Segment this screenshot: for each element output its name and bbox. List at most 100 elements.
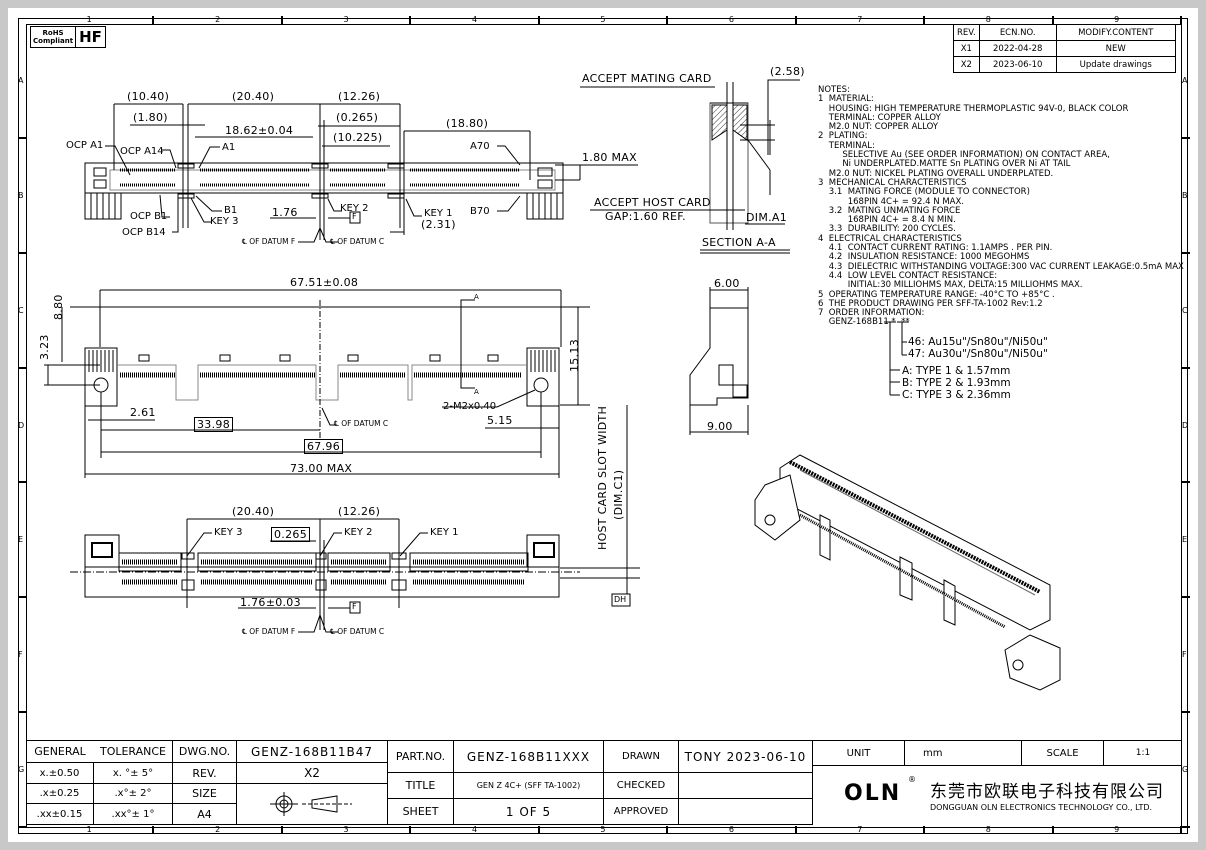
zone-label: 4 (411, 826, 540, 834)
dim-6-00: 6.00 (714, 277, 740, 290)
zone-label: D (18, 369, 26, 484)
zone-label: 8 (925, 826, 1054, 834)
dim-1-80-max: 1.80 MAX (582, 151, 637, 164)
dim-8-80: 8.80 (52, 294, 65, 320)
hf-label: HF (79, 28, 102, 46)
drawn-label: DRAWN (604, 741, 679, 773)
zone-label: 2 (154, 826, 283, 834)
dim-1-76-tol: 1.76±0.03 (240, 596, 301, 609)
dim-67-51: 67.51±0.08 (290, 276, 359, 289)
label-key3: KEY 3 (210, 216, 239, 227)
unit-value: mm (905, 741, 1022, 766)
dim-12-26: (12.26) (338, 90, 381, 103)
gap-label: GAP:1.60 REF. (605, 210, 686, 223)
label-b1: B1 (224, 205, 238, 216)
zone-label: C (18, 254, 26, 369)
zone-label: B (1182, 139, 1190, 254)
inner-frame (26, 24, 1182, 828)
dim-1-76: 1.76 (272, 206, 298, 219)
revision-row: X1 2022-04-28 NEW (953, 40, 1176, 57)
order-bracket (884, 321, 909, 396)
zone-label: 5 (540, 16, 669, 24)
section-marker-a-top: A (474, 293, 479, 301)
drawn-value: TONY 2023-06-10 (679, 741, 813, 773)
datum-f-label: ℄ OF DATUM F (242, 627, 296, 636)
order-option-46: 46: Au15u"/Sn80u"/Ni50u" (908, 336, 1048, 348)
label-key3: KEY 3 (214, 527, 243, 538)
title-label: TITLE (388, 773, 454, 799)
zone-label: E (1182, 483, 1190, 599)
zone-label: B (18, 139, 26, 254)
screw-label: 2-M2x0.40 (443, 401, 497, 412)
dwg-no-label: DWG.NO. (173, 741, 237, 763)
zone-label: 3 (283, 826, 412, 834)
row-zone-left: A B C D E F G (18, 24, 26, 829)
dim-20-40: (20.40) (232, 90, 275, 103)
zone-label: 7 (797, 16, 926, 24)
zone-label: C (1182, 254, 1190, 369)
label-key2: KEY 2 (344, 527, 373, 538)
unit-label: UNIT (813, 741, 905, 766)
modify-cell: Update drawings (1055, 56, 1176, 73)
zone-label: 1 (26, 16, 155, 24)
angular-tol-1: .x°± 2° (94, 784, 173, 804)
company-logo: OLN (844, 781, 902, 806)
size-label: SIZE (173, 784, 237, 804)
dim-2-31: (2.31) (421, 218, 456, 231)
company-name-en: DONGGUAN OLN ELECTRONICS TECHNOLOGY CO.,… (930, 803, 1153, 812)
label-key1: KEY 1 (430, 527, 459, 538)
column-zone-bottom: 1 2 3 4 5 6 7 8 9 (26, 826, 1182, 834)
dim-10-40: (10.40) (127, 90, 170, 103)
zone-label: 2 (154, 16, 283, 24)
zone-label: F (18, 598, 26, 714)
sheet-label: SHEET (388, 799, 454, 825)
zone-label: G (18, 713, 26, 829)
dim-5-15: 5.15 (487, 414, 513, 427)
part-no-label: PART.NO. (388, 741, 454, 773)
linear-tol-2: .xx±0.15 (26, 804, 94, 825)
datum-f-box: F (352, 602, 357, 611)
label-key2: KEY 2 (340, 203, 369, 214)
accept-mating-card-label: ACCEPT MATING CARD (582, 72, 712, 85)
dim-67-96: 67.96 (304, 439, 343, 454)
dim-2-58: (2.58) (770, 65, 805, 78)
rev-value: X2 (237, 763, 388, 784)
dim-a1-label: DIM.A1 (746, 211, 788, 224)
dim-2-61: 2.61 (130, 406, 156, 419)
dim-0-265: (0.265) (336, 111, 379, 124)
checked-value (679, 773, 813, 799)
projection-symbol (237, 784, 388, 825)
angular-tol-2: .xx°± 1° (94, 804, 173, 825)
datum-f-box: F (352, 212, 357, 221)
dim-9-00: 9.00 (707, 420, 733, 433)
outer-frame (18, 18, 1188, 834)
zone-label: 1 (26, 826, 155, 834)
dim-10-225: (10.225) (333, 131, 383, 144)
dwg-no-value: GENZ-168B11B47 (237, 741, 388, 763)
revision-table: REV. ECN.NO. MODIFY.CONTENT X1 2022-04-2… (953, 24, 1176, 73)
scale-label: SCALE (1022, 741, 1104, 766)
third-angle-projection-icon (270, 792, 352, 816)
linear-tol-0: x.±0.50 (26, 763, 94, 784)
label-ocp-a1: OCP A1 (66, 140, 104, 151)
label-ocp-b14: OCP B14 (122, 227, 166, 238)
dim-0-265: 0.265 (271, 527, 310, 542)
order-option-a: A: TYPE 1 & 1.57mm (902, 365, 1011, 377)
order-option-47: 47: Au30u"/Sn80u"/Ni50u" (908, 348, 1048, 360)
datum-dh-box: DH (614, 595, 627, 604)
zone-label: 6 (668, 826, 797, 834)
zone-label: 4 (411, 16, 540, 24)
dim-12-26: (12.26) (338, 505, 381, 518)
zone-label: G (1182, 713, 1190, 829)
company-name-cn: 东莞市欧联电子科技有限公司 (930, 782, 1164, 802)
general-label: GENERAL (26, 741, 94, 763)
dim-73-00-max: 73.00 MAX (290, 462, 353, 475)
dim-3-23: 3.23 (38, 334, 51, 360)
rev-label: REV. (173, 763, 237, 784)
drawing-sheet (8, 8, 1198, 842)
notes-block: NOTES: 1 MATERIAL: HOUSING: HIGH TEMPERA… (818, 85, 1184, 328)
zone-label: 8 (925, 16, 1054, 24)
